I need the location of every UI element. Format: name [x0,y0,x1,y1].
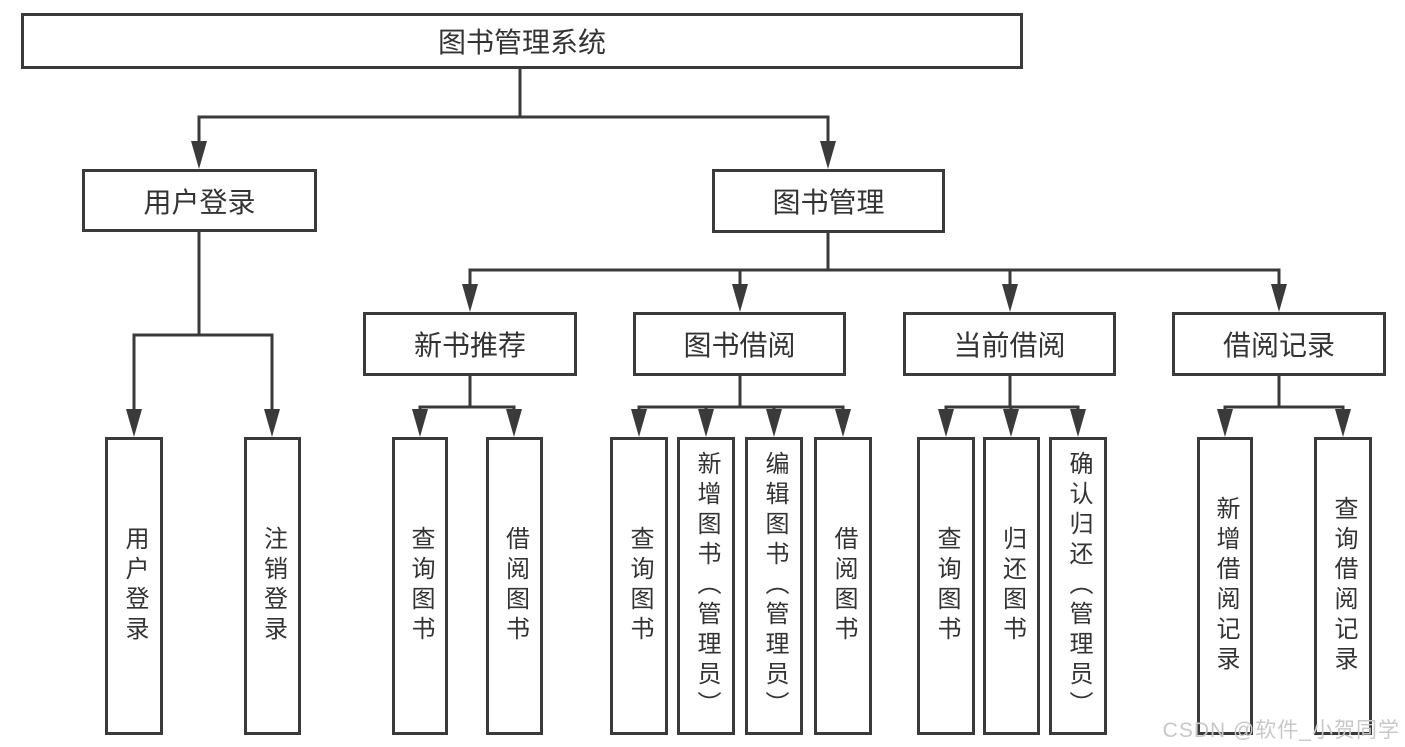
node-label: 查询图书 [626,526,653,646]
node-label: 确认归还（管理员） [1065,451,1092,721]
leaf-logout-login: 注销登录 [244,437,301,735]
leaf-query-borrow-record: 查询借阅记录 [1314,437,1372,735]
node-label: 注销登录 [259,526,287,646]
arrowhead-icon [698,409,714,437]
node-book-borrowing: 图书借阅 [633,312,846,376]
leaf-confirm-return-admin: 确认归还（管理员） [1049,437,1107,735]
node-label: 新增借阅记录 [1212,496,1239,676]
arrowhead-icon [126,409,142,437]
arrowhead-icon [938,409,954,437]
node-new-book-recommendation: 新书推荐 [363,312,577,376]
node-book-management: 图书管理 [712,169,945,233]
connector-stroke-group [132,67,1345,416]
leaf-query-books-current: 查询图书 [917,437,975,735]
csdn-watermark: CSDN @软件_小贺同学 [1162,719,1400,742]
node-label: 图书管理 [772,187,885,218]
arrowhead-icon [835,409,851,437]
node-label: 新书推荐 [413,330,526,361]
arrowhead-icon [631,409,647,437]
arrowhead-icon [191,141,207,169]
node-label: 查询图书 [407,526,434,646]
arrowhead-icon [1335,409,1351,437]
node-label: 借阅图书 [501,526,529,646]
connector-book-borrow-to-leaves [637,374,845,416]
node-user-login: 用户登录 [82,169,317,232]
node-label: 查询图书 [933,526,960,646]
node-label: 借阅记录 [1222,330,1335,361]
arrowhead-icon [820,141,836,169]
connector-root-to-level2 [197,67,830,148]
arrowhead-icon [1217,409,1233,437]
connector-user-login-to-leaves [132,230,274,416]
arrowhead-icon [412,409,428,437]
leaf-return-books: 归还图书 [983,437,1040,735]
arrowhead-icon [264,409,280,437]
arrowhead-icon [1070,409,1086,437]
node-borrowing-records: 借阅记录 [1172,312,1386,376]
leaf-user-login: 用户登录 [105,437,163,735]
arrowhead-icon [462,284,478,312]
node-library-management-system: 图书管理系统 [21,13,1023,69]
node-label: 图书管理系统 [437,27,606,58]
leaf-add-borrow-record: 新增借阅记录 [1197,437,1253,735]
connector-book-management-to-level3 [468,231,1281,292]
arrowhead-icon [506,409,522,437]
connector-borrow-records-to-leaves [1223,374,1345,416]
connector-new-book-to-leaves [418,374,516,416]
node-label: 图书借阅 [683,330,796,361]
leaf-add-book-admin: 新增图书（管理员） [677,437,735,735]
arrowhead-icon [766,409,782,437]
arrowhead-icon [1271,284,1287,312]
connector-current-borrow-to-leaves [944,374,1080,416]
node-label: 用户登录 [143,186,256,218]
leaf-edit-book-admin: 编辑图书（管理员） [745,437,803,735]
node-label: 归还图书 [998,526,1026,646]
leaf-borrow-books: 借阅图书 [814,437,872,735]
arrowhead-icon [1003,409,1019,437]
node-label: 用户登录 [121,526,148,646]
arrowhead-icon [1002,284,1018,312]
node-label: 新增图书（管理员） [693,451,720,721]
node-label: 查询借阅记录 [1330,496,1357,676]
leaf-query-books-borrow: 查询图书 [610,437,668,735]
node-label: 编辑图书（管理员） [761,451,788,721]
node-label: 借阅图书 [830,526,857,646]
node-label: 当前借阅 [953,330,1066,361]
leaf-borrow-books-recommend: 借阅图书 [486,437,543,735]
leaf-query-books-recommend: 查询图书 [392,437,448,735]
arrowhead-icon [732,284,748,312]
node-current-borrowing: 当前借阅 [903,312,1116,376]
